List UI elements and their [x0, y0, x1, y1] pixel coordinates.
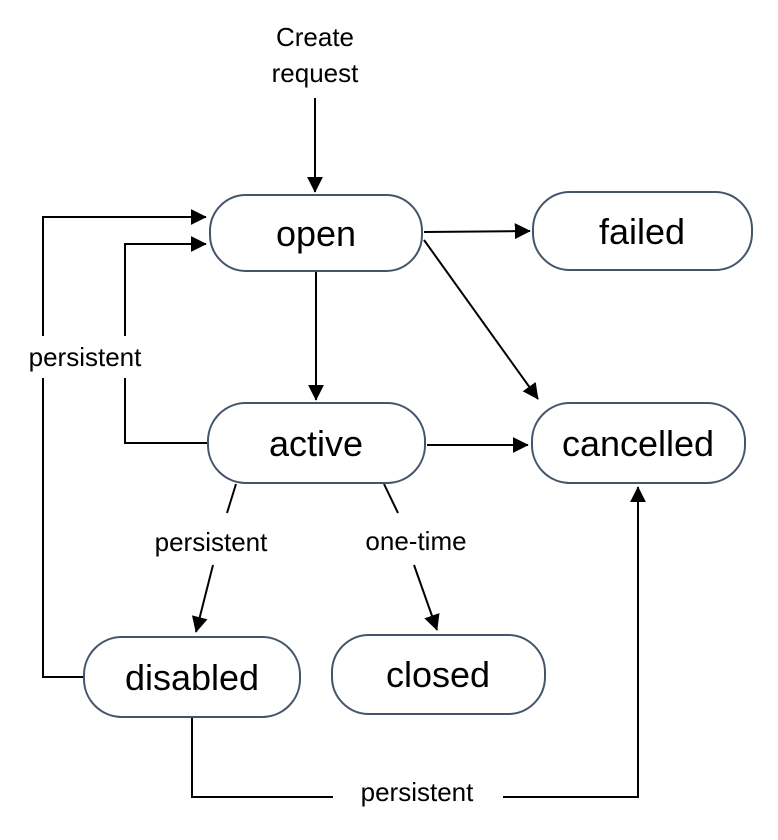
node-cancelled [531, 402, 746, 484]
node-disabled-label: disabled [125, 657, 259, 698]
edge-active-to-disabled-upper-segment [226, 483, 237, 514]
node-active-label: active [269, 423, 363, 464]
node-failed-label: failed [599, 211, 685, 252]
node-cancelled-label: cancelled [562, 423, 714, 464]
edge-label-active-to-closed: one-time [365, 526, 466, 556]
edge-label-loop-left: persistent [29, 342, 142, 372]
node-open [209, 194, 423, 272]
edge-open-to-cancelled [423, 239, 539, 400]
label-bg-bottom-persistent [333, 778, 503, 808]
edge-label-active-to-disabled: persistent [155, 527, 268, 557]
edge-disabled-to-open-loop [42, 209, 207, 678]
node-disabled [83, 636, 301, 718]
node-open-label: open [276, 213, 356, 254]
edge-open-to-failed [423, 223, 531, 240]
edge-label-disabled-to-cancelled: persistent [361, 777, 474, 807]
node-failed [532, 191, 753, 271]
node-closed-label: closed [386, 654, 490, 695]
edge-active-to-closed-arrow [413, 564, 440, 631]
edge-active-to-disabled-arrow [191, 564, 214, 633]
edge-active-to-closed-upper-segment [383, 483, 399, 514]
entry-label-line2: request [272, 58, 359, 88]
node-active [207, 402, 426, 484]
entry-label-line1: Create [276, 22, 354, 52]
node-closed [331, 634, 546, 715]
label-bg-left-persistent [22, 336, 150, 378]
